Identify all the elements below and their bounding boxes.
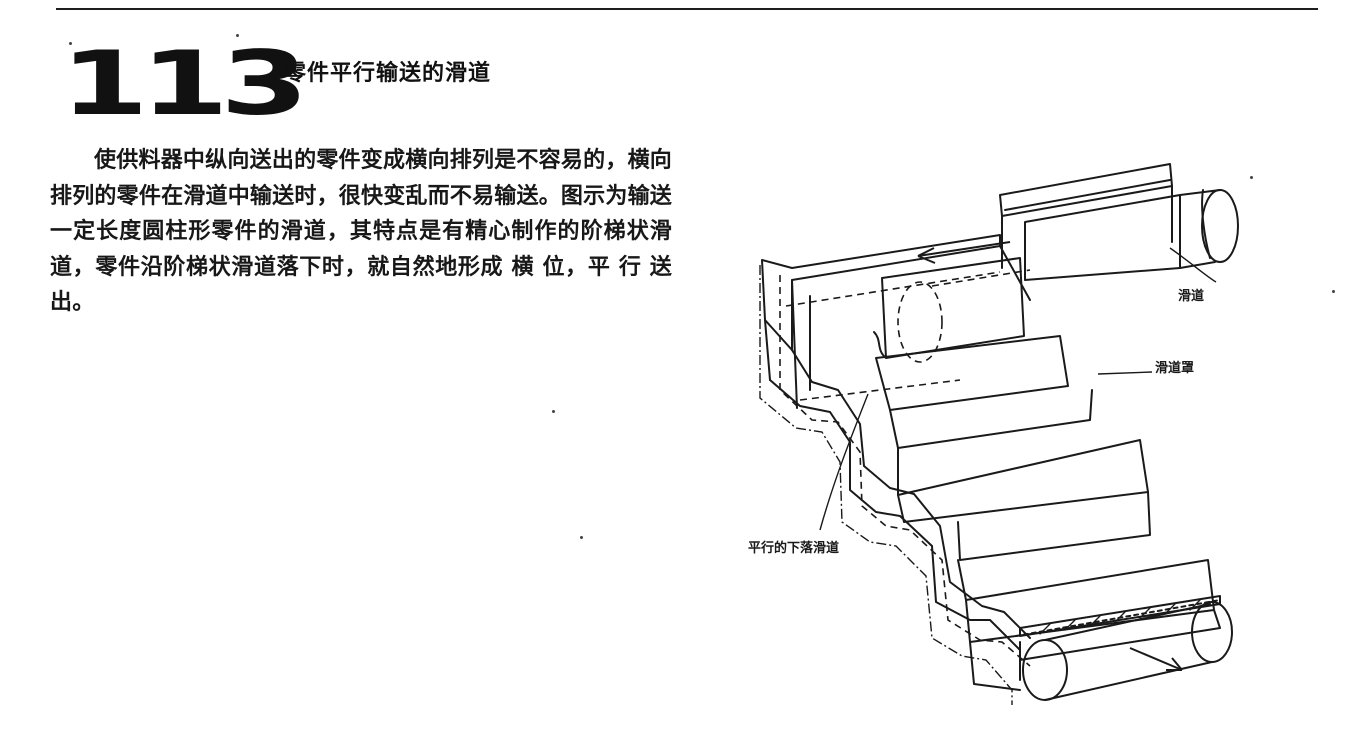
chute-cover <box>881 257 1025 359</box>
flow-arrow-down-right <box>1129 647 1183 671</box>
flow-arrow-left <box>917 241 1011 257</box>
top-rule <box>56 8 1318 10</box>
outlet-roller <box>1015 599 1233 701</box>
stair-steps <box>875 335 1221 691</box>
scan-speck <box>580 536 583 539</box>
scan-speck <box>236 34 239 37</box>
body-paragraph: 使供料器中纵向送出的零件变成横向排列是不容易的，横向排列的零件在滑道中输送时，很… <box>50 147 672 315</box>
scan-speck <box>1332 290 1335 293</box>
end-box <box>761 234 1001 351</box>
scan-speck <box>69 42 72 45</box>
entry-number: 113 <box>60 32 309 135</box>
entry-title: 零件平行输送的滑道 <box>284 61 492 86</box>
scan-speck <box>552 410 555 413</box>
label-chute: 滑道 <box>1178 288 1204 304</box>
scan-speck <box>1250 176 1253 179</box>
upper-chute <box>999 163 1239 281</box>
label-chute-cover: 滑道罩 <box>1155 360 1194 376</box>
label-parallel-drop-chute: 平行的下落滑道 <box>748 540 839 556</box>
drop-chute-profile <box>769 379 1021 681</box>
stepped-chute-figure: 滑道 滑道罩 平行的下落滑道 <box>700 150 1300 710</box>
